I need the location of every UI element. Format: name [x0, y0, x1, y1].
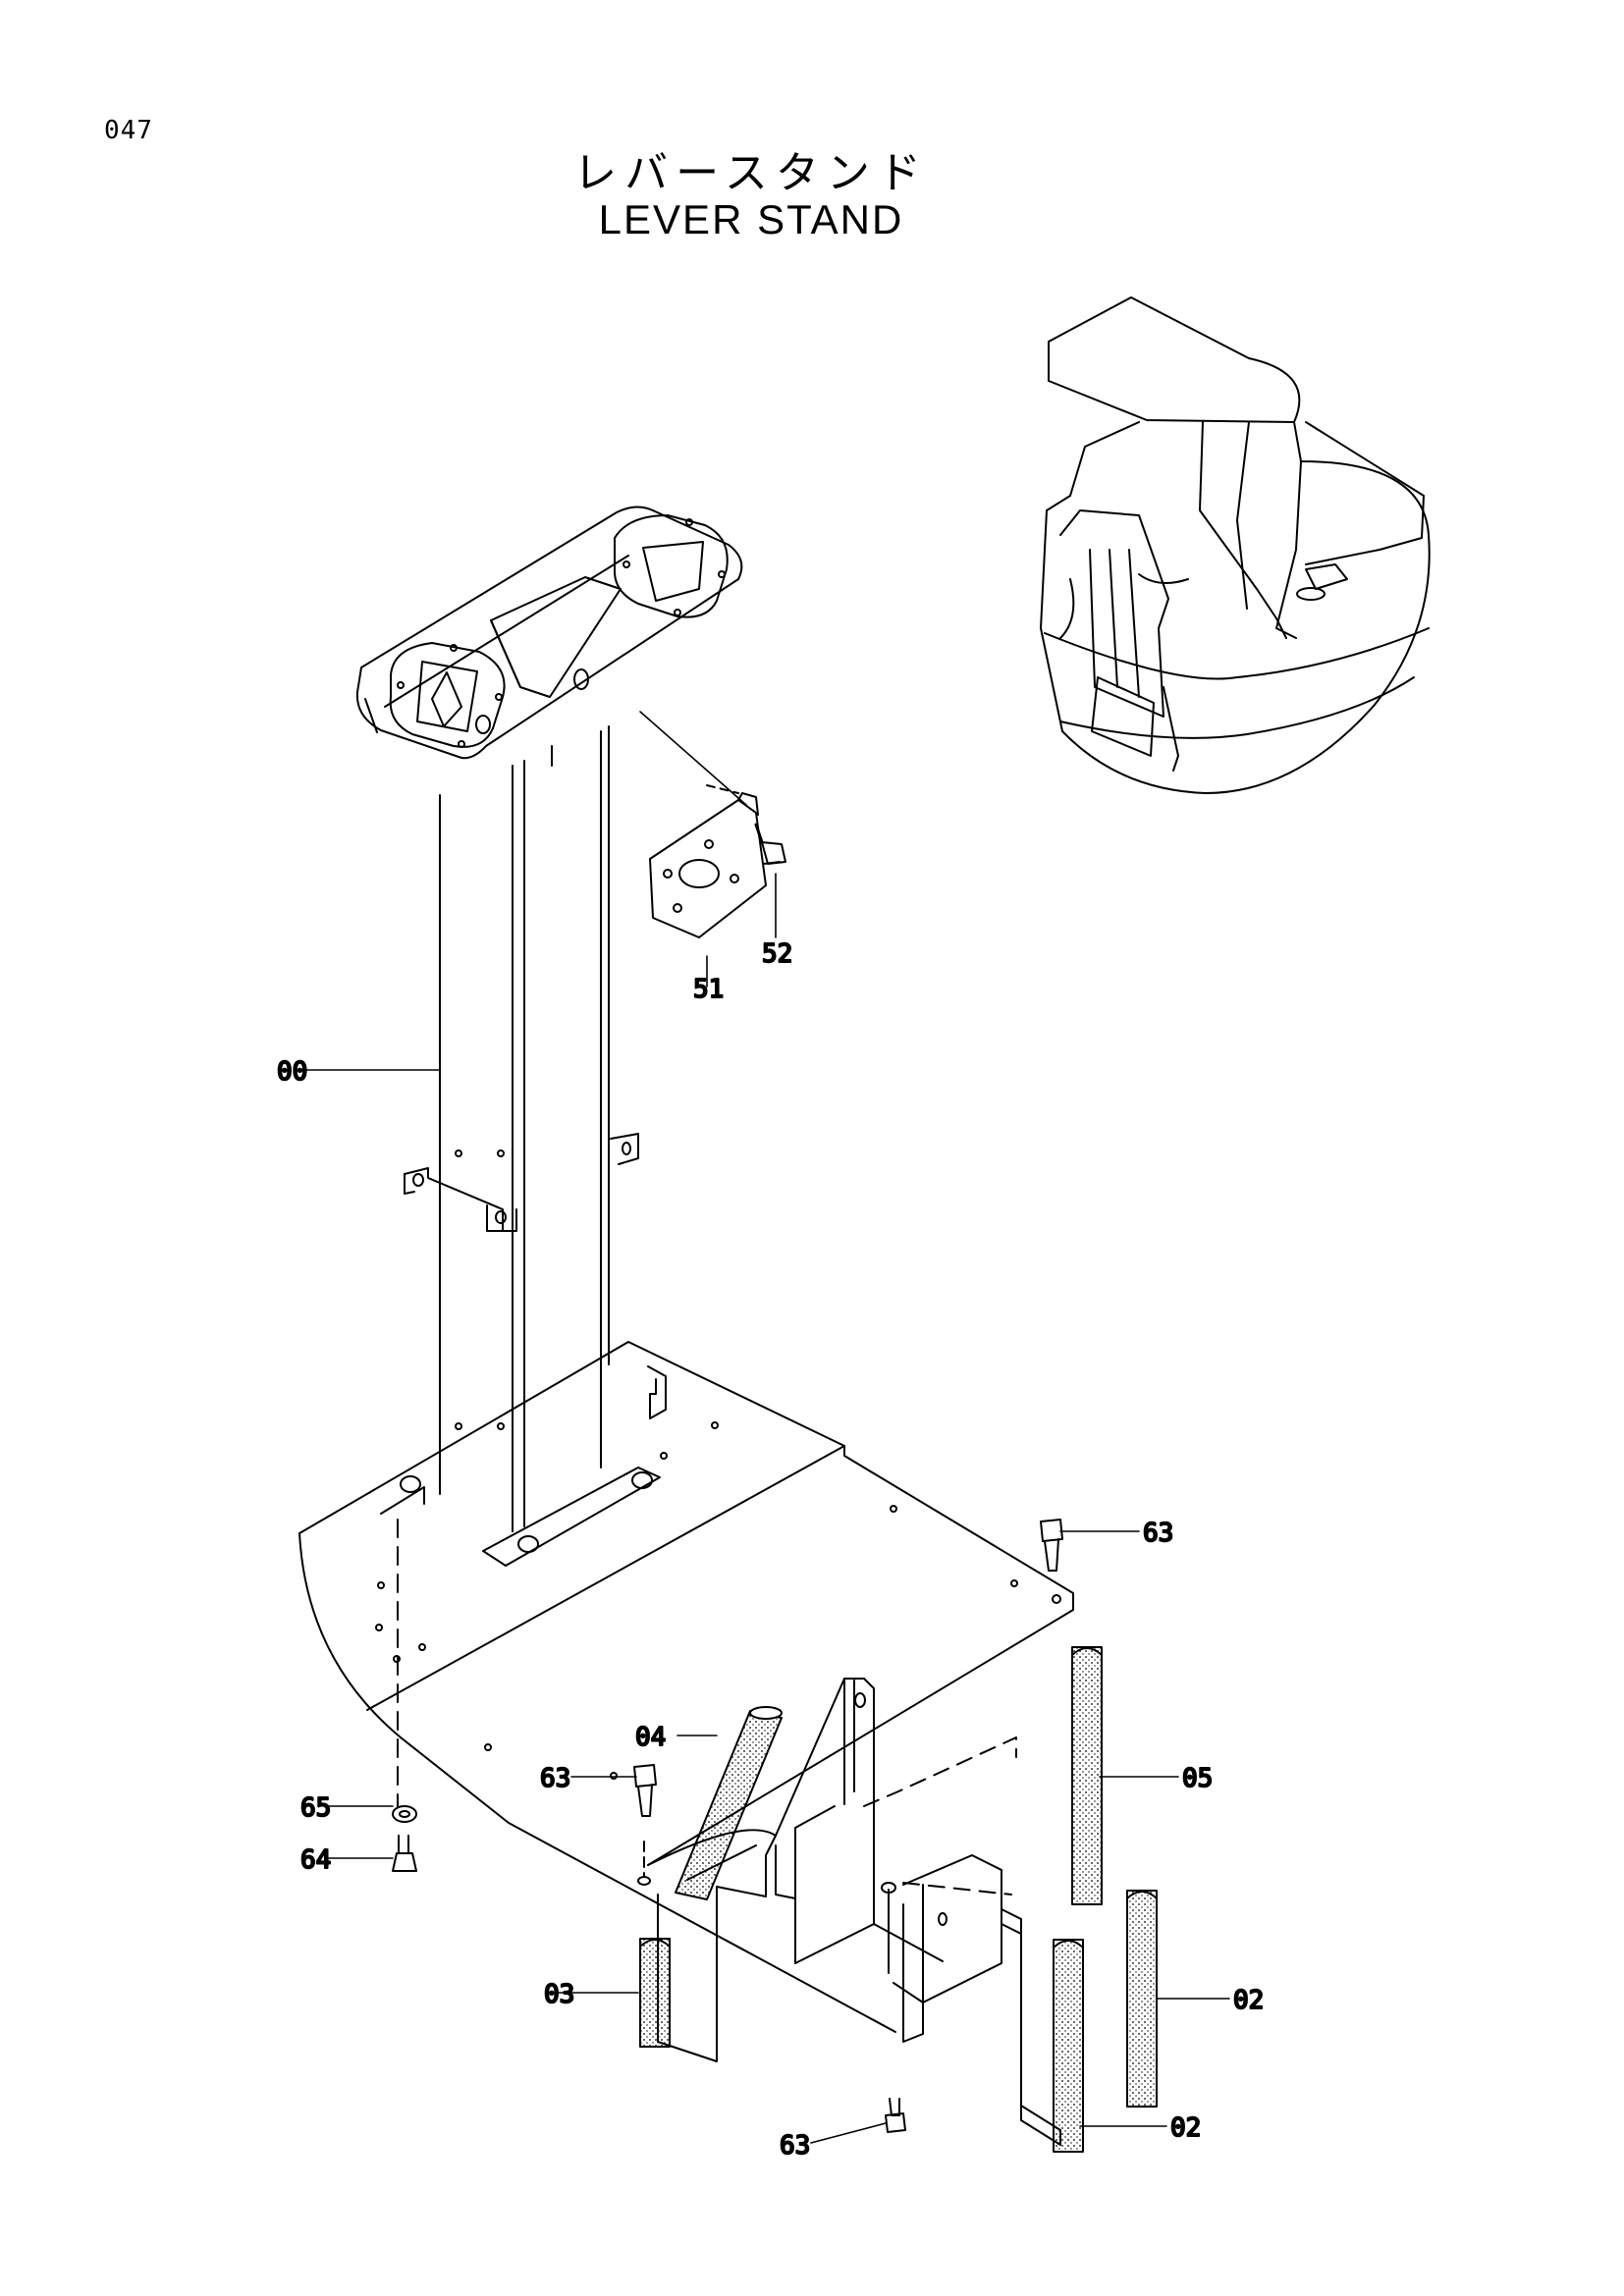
leader-lines	[305, 711, 1230, 2144]
base-plate	[298, 1341, 1074, 2033]
callout-05: 05	[1182, 1764, 1213, 1793]
callout-65: 65	[300, 1793, 331, 1823]
seal-strip-03	[639, 1938, 671, 2048]
callout-63-lower: 63	[780, 2131, 810, 2161]
callout-63-middle: 63	[540, 1764, 570, 1793]
bolt-63-middle	[633, 1764, 657, 1817]
title-english: LEVER STAND	[598, 196, 904, 242]
column	[404, 725, 639, 1532]
callout-00: 00	[277, 1057, 307, 1087]
lower-guide-assembly	[637, 1678, 1061, 2146]
bolt-52	[754, 823, 786, 865]
bolt-63-upper	[1040, 1519, 1063, 1572]
callout-labels: 00 51 52 63 63 63 04 05 65 64 03 02 02	[276, 938, 1265, 2162]
seal-strip-02-right	[1126, 1890, 1158, 2108]
callout-03: 03	[544, 1980, 574, 2009]
callout-64: 64	[300, 1845, 331, 1875]
seal-strip-04	[675, 1706, 783, 1900]
title-japanese: レバースタンド	[573, 148, 929, 198]
bracket-51	[649, 784, 767, 938]
callout-51: 51	[693, 975, 724, 1004]
callout-02-right: 02	[1233, 1986, 1264, 2015]
callout-52: 52	[762, 939, 792, 969]
bolt-64	[392, 1835, 417, 1872]
seal-strip-05	[1071, 1646, 1103, 1905]
console-head	[355, 506, 743, 760]
callout-02-lower: 02	[1170, 2113, 1201, 2143]
washer-65	[392, 1805, 417, 1823]
location-view-cab	[1040, 296, 1431, 794]
callout-04: 04	[635, 1723, 666, 1752]
page-number: 047	[104, 116, 153, 145]
seal-strip-02-lower	[1053, 1939, 1084, 2153]
callout-63-upper: 63	[1143, 1519, 1173, 1548]
bolt-63-lower	[885, 2098, 906, 2133]
